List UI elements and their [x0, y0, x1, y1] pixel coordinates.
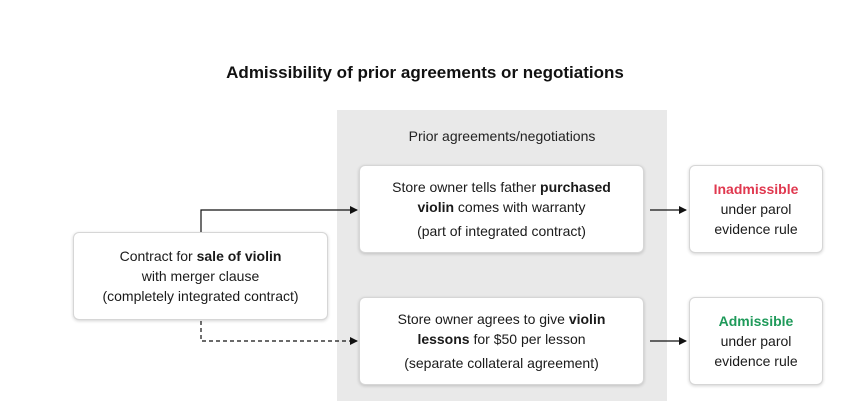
contract-line-2: with merger clause — [141, 268, 260, 284]
result-admissible-box: Admissible under parol evidence rule — [689, 297, 823, 385]
contract-line-1: Contract for sale of violin — [119, 248, 282, 264]
result-inadmissible-box: Inadmissible under parol evidence rule — [689, 165, 823, 253]
prior-agreement-warranty-box: Store owner tells father purchased violi… — [359, 165, 644, 253]
status-inadmissible: Inadmissible — [713, 181, 799, 197]
result2-line-3: evidence rule — [714, 353, 798, 369]
result1-line-2: under parol — [720, 201, 792, 217]
prior1-line-1: Store owner tells father purchased — [392, 179, 611, 195]
prior2-line-2: lessons for $50 per lesson — [417, 331, 586, 347]
prior-agreement-lessons-box: Store owner agrees to give violin lesson… — [359, 297, 644, 385]
diagram-title: Admissibility of prior agreements or neg… — [226, 63, 624, 82]
status-admissible: Admissible — [718, 313, 794, 329]
arrow-contract-to-lessons — [200, 321, 358, 345]
contract-box: Contract for sale of violin with merger … — [73, 232, 328, 320]
prior2-line-3: (separate collateral agreement) — [404, 355, 599, 371]
result2-line-2: under parol — [720, 333, 792, 349]
prior1-line-2: violin comes with warranty — [417, 199, 586, 215]
prior1-line-3: (part of integrated contract) — [417, 223, 586, 239]
prior2-line-1: Store owner agrees to give violin — [397, 311, 606, 327]
group-label: Prior agreements/negotiations — [408, 128, 596, 144]
result1-line-3: evidence rule — [714, 221, 798, 237]
arrow-contract-to-warranty — [200, 206, 358, 232]
contract-line-3: (completely integrated contract) — [102, 288, 299, 304]
